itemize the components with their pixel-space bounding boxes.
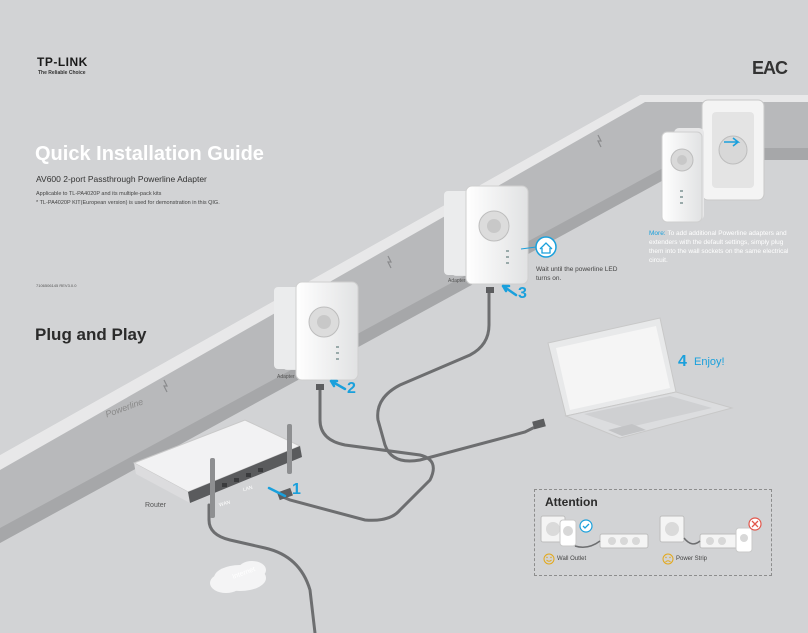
adapter-top-right: [661, 128, 704, 223]
adapter-1: [274, 281, 359, 390]
router-label: Router: [145, 502, 167, 509]
step-3-number: 3: [518, 285, 527, 302]
more-info-text: More: To add additional Powerline adapte…: [649, 229, 789, 265]
attention-wall-outlet-illustration: [540, 515, 649, 549]
applicable-note: Applicable to TL-PA4020P and its multipl…: [36, 191, 162, 197]
option-wall-outlet-label: Wall Outlet: [557, 556, 587, 562]
wait-led-text: Wait until the powerline LED turns on.: [536, 266, 618, 282]
laptop: [532, 317, 734, 439]
adapter-2-label: Adapter: [448, 278, 466, 284]
step-4-number: 4: [678, 353, 687, 370]
arrow-into-socket: [724, 137, 741, 147]
adapter-2: [444, 185, 529, 293]
attention-box: [534, 489, 772, 576]
smile-icon: [543, 553, 555, 565]
ethernet-cables: [207, 288, 535, 633]
brand-tagline: The Reliable Choice: [38, 70, 86, 76]
more-info-body: To add additional Powerline adapters and…: [649, 230, 789, 264]
router: [132, 419, 302, 518]
internet-cloud: [210, 561, 266, 593]
eac-certification-mark: EAC: [752, 58, 788, 78]
brand-logo: TP-LINK: [37, 55, 88, 69]
attention-title: Attention: [545, 495, 598, 509]
step-4-enjoy-text: Enjoy!: [694, 356, 725, 368]
step-2-number: 2: [347, 380, 356, 397]
product-subtitle: AV600 2-port Passthrough Powerline Adapt…: [36, 174, 207, 184]
step-arrows: [267, 284, 518, 498]
powerline-led-icon: [520, 236, 557, 258]
document-number: 7106506145 REV3.0.0: [36, 283, 77, 288]
wall-plug-icons: [163, 134, 602, 393]
wall-socket-top: [701, 99, 765, 201]
adapter-1-label: Adapter: [277, 374, 295, 380]
frown-icon: [662, 553, 674, 565]
step-1-number: 1: [292, 481, 301, 498]
wall-band: [0, 95, 808, 543]
guide-title: Quick Installation Guide: [35, 143, 264, 165]
option-power-strip-label: Power Strip: [676, 556, 708, 562]
attention-power-strip-illustration: [659, 515, 762, 553]
more-info-key: More:: [649, 230, 666, 237]
demonstration-note: * TL-PA4020P KIT(European version) is us…: [36, 200, 220, 206]
section-title: Plug and Play: [35, 325, 147, 344]
